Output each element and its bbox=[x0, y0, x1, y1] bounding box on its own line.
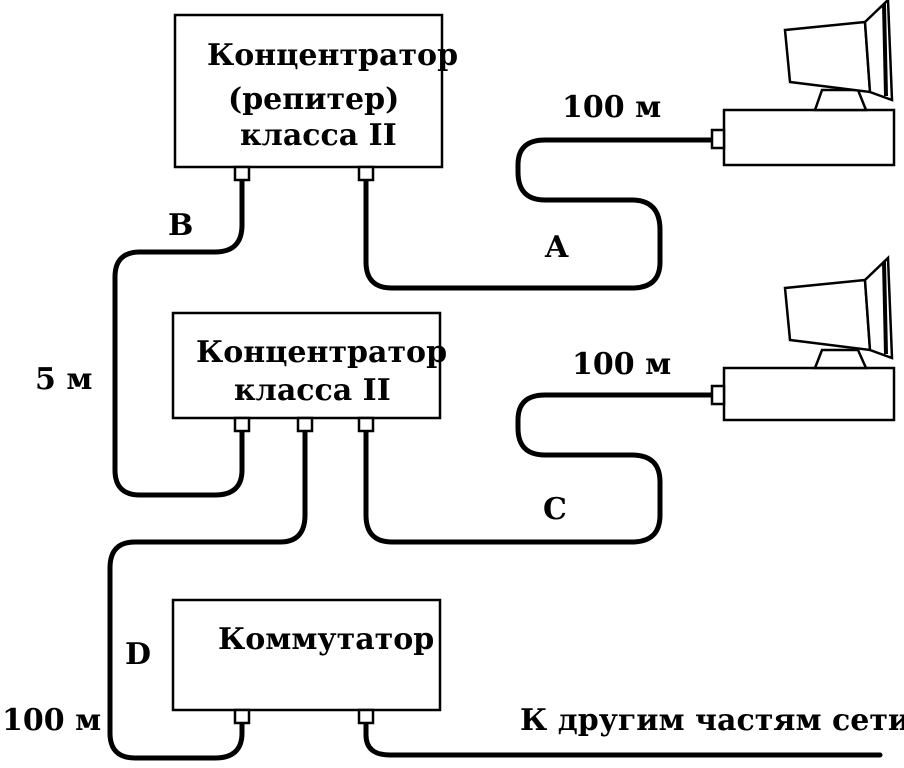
hub-repeater-title: Концентратор bbox=[207, 38, 459, 73]
port-icon bbox=[233, 416, 251, 433]
hub-repeater-box bbox=[173, 13, 444, 169]
cable-a-letter: A bbox=[545, 230, 569, 265]
cable-network-uplink bbox=[363, 719, 883, 758]
computer-icon bbox=[710, 0, 896, 167]
cable-a bbox=[363, 137, 721, 291]
port-icon bbox=[296, 416, 314, 433]
cable-b-letter: B bbox=[168, 208, 194, 243]
computer-icon bbox=[710, 255, 896, 422]
cable-d bbox=[107, 427, 308, 761]
hub-repeater-subtitle: (репитер) bbox=[228, 82, 400, 117]
hub-middle-title: Концентратор bbox=[196, 335, 448, 370]
port-icon bbox=[357, 416, 375, 433]
switch-title: Коммутатор bbox=[218, 622, 435, 657]
hub-middle-class: класса II bbox=[234, 373, 391, 408]
cable-c bbox=[363, 392, 721, 545]
cable-a-length: 100 м bbox=[562, 90, 662, 125]
port-icon bbox=[357, 165, 375, 182]
hub-repeater-class: класса II bbox=[240, 118, 397, 153]
cable-b bbox=[112, 177, 245, 498]
port-icon bbox=[357, 708, 375, 725]
cable-c-length: 100 м bbox=[572, 347, 672, 382]
port-icon bbox=[233, 708, 251, 725]
port-icon bbox=[233, 165, 251, 182]
cable-b-length: 5 м bbox=[35, 362, 93, 397]
network-label: К другим частям сети bbox=[520, 703, 904, 738]
switch-box bbox=[171, 598, 442, 712]
cable-c-letter: C bbox=[543, 492, 567, 527]
cable-d-length: 100 м bbox=[2, 703, 102, 738]
cable-d-letter: D bbox=[125, 637, 152, 672]
